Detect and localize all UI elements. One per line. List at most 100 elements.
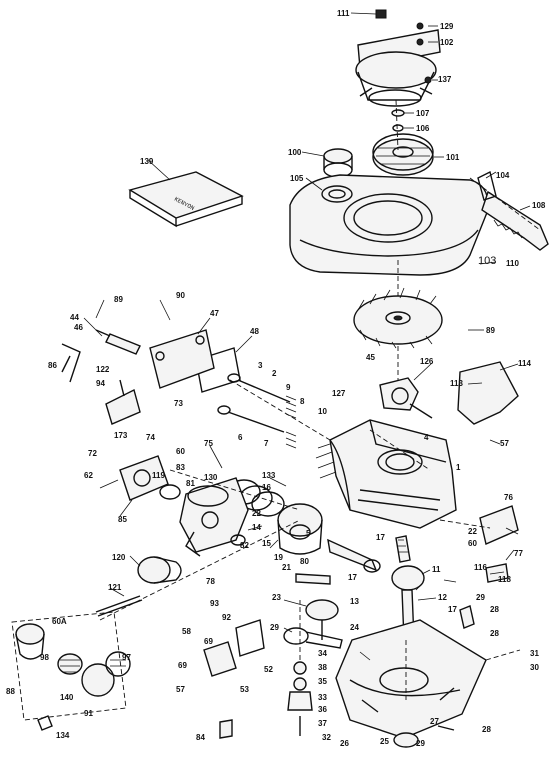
callout-77: 77	[514, 549, 523, 558]
callout-126: 126	[420, 357, 434, 366]
plate-52	[235, 619, 265, 657]
callout-74: 74	[146, 433, 155, 442]
callout-34: 34	[318, 649, 327, 658]
callout-23: 23	[272, 593, 281, 602]
callout-84: 84	[196, 733, 205, 742]
callout-5: 5	[306, 529, 311, 538]
callout-1: 1	[456, 463, 461, 472]
callout-30: 30	[530, 663, 539, 672]
callout-37: 37	[318, 719, 327, 728]
spark-plug	[95, 329, 141, 355]
callout-33: 33	[318, 693, 327, 702]
bolt-27	[437, 725, 455, 731]
callout-8: 8	[300, 397, 305, 406]
assembly-lines	[99, 99, 541, 700]
callout-139: 139	[140, 157, 154, 166]
callout-121: 121	[108, 583, 122, 592]
air-cleaner-group	[11, 611, 131, 721]
callout-24: 24	[350, 623, 359, 632]
callout-119: 119	[152, 471, 165, 480]
callout-labels: 111 129 102 137 107 106 100 101 105 104 …	[6, 9, 546, 748]
callout-83: 83	[176, 463, 185, 472]
callout-28b: 28	[490, 629, 499, 638]
callout-101: 101	[446, 153, 460, 162]
callout-98: 98	[40, 653, 49, 662]
callout-29c: 29	[416, 739, 425, 748]
filter-box-139: KENYON	[128, 171, 244, 228]
callout-38: 38	[318, 663, 327, 672]
callout-122: 122	[96, 365, 110, 374]
callout-27: 27	[430, 717, 439, 726]
callout-25: 25	[380, 737, 389, 746]
shield-113	[457, 361, 519, 425]
callout-72: 72	[88, 449, 97, 458]
callout-29: 29	[270, 623, 279, 632]
callout-173: 173	[114, 431, 128, 440]
callout-46: 46	[74, 323, 83, 332]
callout-80: 80	[300, 557, 309, 566]
callout-29b: 29	[476, 593, 485, 602]
callout-108: 108	[532, 201, 546, 210]
clamp-105	[477, 170, 497, 201]
callout-105: 105	[290, 174, 304, 183]
callout-78: 78	[206, 577, 215, 586]
nuts-bottom	[287, 661, 313, 736]
breather-plate-47	[149, 329, 215, 389]
connecting-rod-15	[327, 538, 381, 573]
piston-14	[277, 503, 323, 555]
callout-93: 93	[210, 599, 219, 608]
callout-100: 100	[288, 148, 302, 157]
callout-52: 52	[264, 665, 273, 674]
nut-107	[391, 109, 405, 117]
spring-103	[493, 219, 523, 239]
callout-89: 89	[486, 326, 495, 335]
fuel-pump-section	[119, 455, 169, 501]
callout-102: 102	[440, 38, 454, 47]
callout-3: 3	[258, 361, 263, 370]
callout-22b: 22	[468, 527, 477, 536]
callout-13: 13	[350, 597, 359, 606]
callout-48: 48	[250, 327, 259, 336]
callout-127: 127	[332, 389, 346, 398]
callout-60: 60	[176, 447, 185, 456]
callout-6: 6	[238, 433, 243, 442]
callout-17: 17	[348, 573, 357, 582]
callout-59: 69	[204, 637, 213, 646]
carburetor	[179, 477, 249, 557]
callout-86: 86	[48, 361, 57, 370]
callout-130: 130	[204, 473, 218, 482]
callout-32: 32	[322, 733, 331, 742]
callout-57b: 57	[176, 685, 185, 694]
callout-134: 134	[56, 731, 70, 740]
callout-31: 31	[530, 649, 539, 658]
recoil-starter	[355, 9, 441, 107]
plug-84	[219, 719, 233, 739]
callout-140: 140	[60, 693, 74, 702]
bracket-94	[105, 379, 141, 425]
callout-94: 94	[96, 379, 105, 388]
sump-base-24	[335, 619, 487, 739]
governor-gear-23	[305, 599, 339, 640]
callout-21: 21	[282, 563, 291, 572]
bolt-17	[459, 605, 475, 629]
callout-44: 44	[70, 313, 79, 322]
fuel-pipe-121	[95, 595, 143, 617]
callout-leaders	[83, 12, 531, 661]
callout-7: 7	[264, 439, 269, 448]
callout-69: 69	[178, 661, 187, 670]
callout-60b: 60	[468, 539, 477, 548]
cap-100	[323, 148, 353, 178]
callout-113: 113	[450, 379, 463, 388]
callout-114: 114	[518, 359, 531, 368]
wire-86	[61, 343, 81, 383]
callout-85: 85	[118, 515, 127, 524]
fuel-tank-120	[137, 556, 182, 584]
callout-91: 91	[84, 709, 93, 718]
breather-tube-108	[481, 190, 549, 251]
callout-57: 57	[500, 439, 509, 448]
callout-111: 111	[337, 9, 350, 18]
governor-21	[295, 573, 331, 585]
callout-88: 88	[6, 687, 15, 696]
callout-120: 120	[112, 553, 126, 562]
